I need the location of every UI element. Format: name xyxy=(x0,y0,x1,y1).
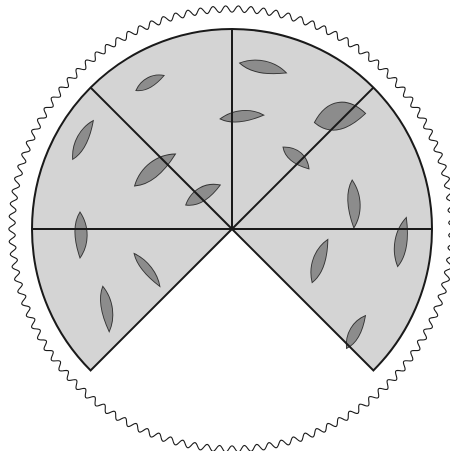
pie-diagram xyxy=(0,0,450,451)
